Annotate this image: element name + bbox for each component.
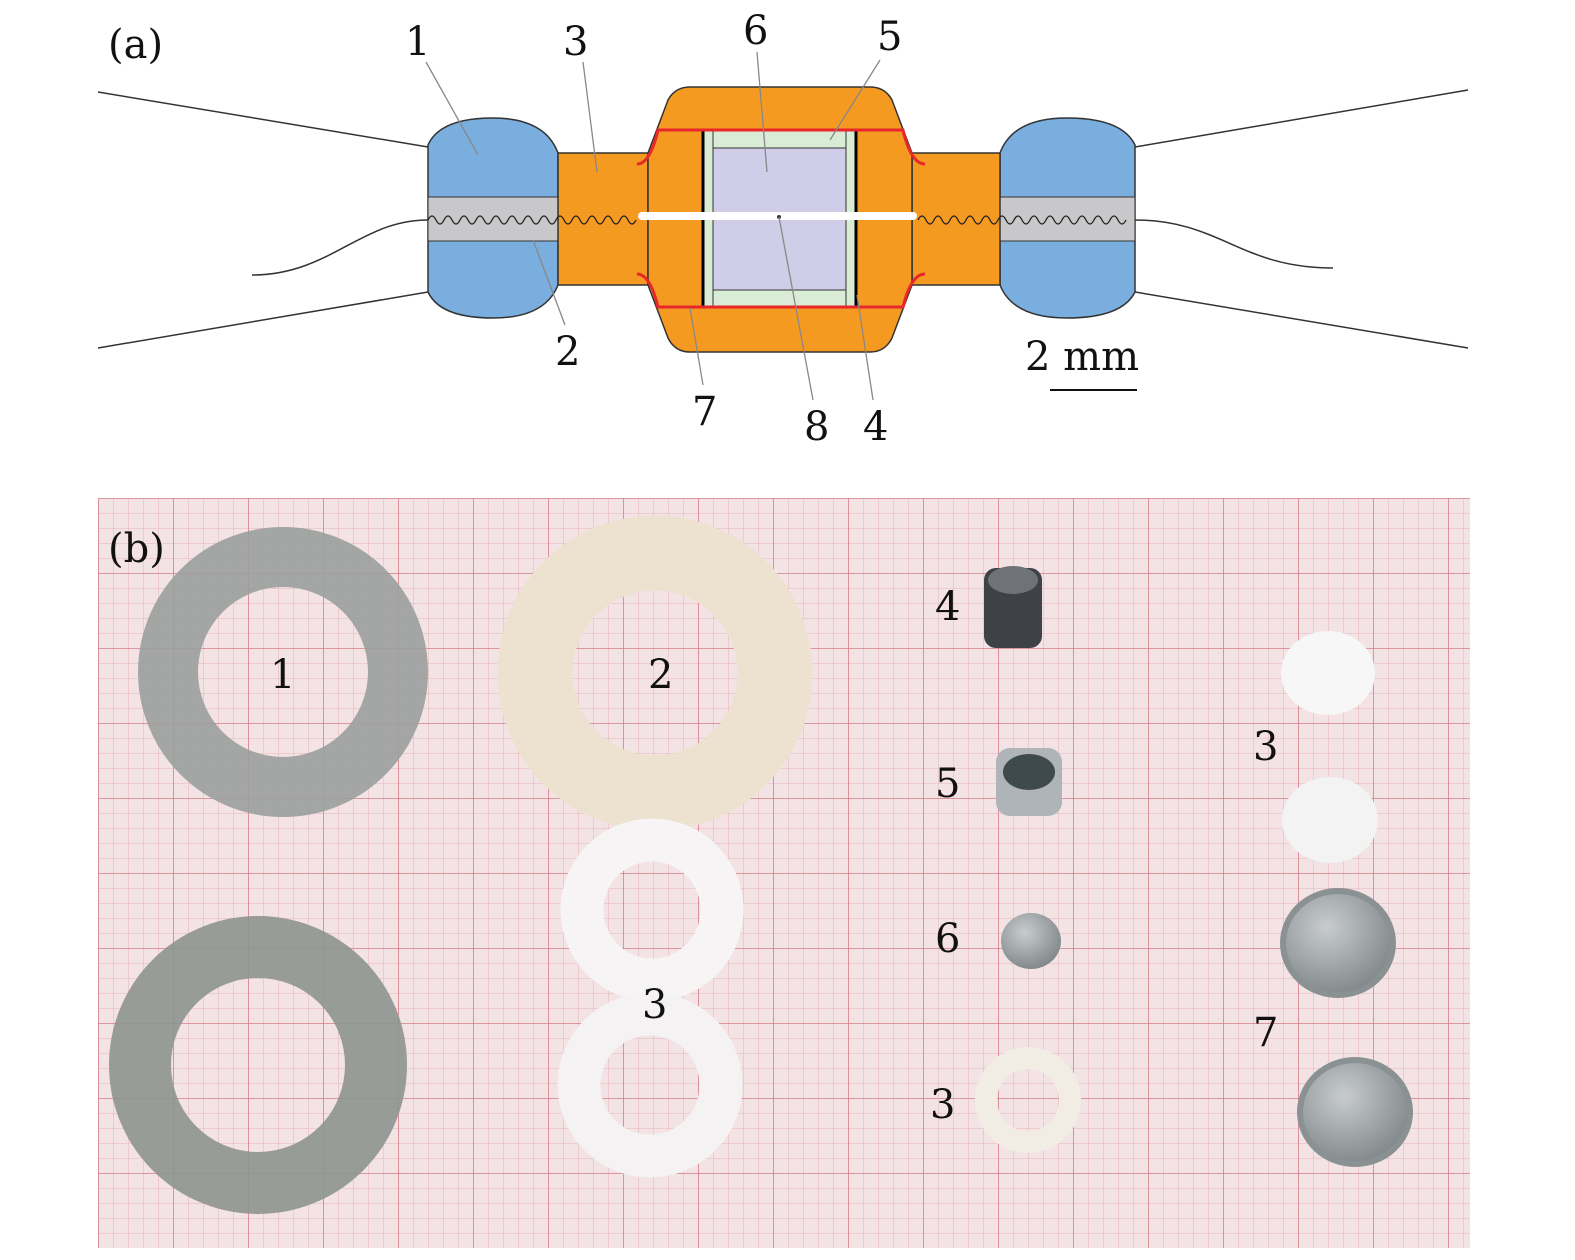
lead-wires bbox=[97, 89, 1469, 349]
cap-7a bbox=[1280, 888, 1396, 998]
right-coil bbox=[917, 215, 1127, 225]
panel-b-photo: (b) 1 2 4 3 5 6 3 7 3 bbox=[98, 498, 1470, 1248]
cap-7b bbox=[1297, 1057, 1413, 1167]
part-label-2: 2 bbox=[648, 652, 673, 698]
part-label-1: 1 bbox=[270, 652, 295, 698]
callout-5: 5 bbox=[877, 14, 902, 60]
callout-8: 8 bbox=[804, 404, 829, 450]
part-label-3-caps: 3 bbox=[1253, 724, 1278, 770]
part-6-disc bbox=[1001, 913, 1061, 969]
ring-1-bottom bbox=[109, 916, 407, 1214]
ring-3b bbox=[557, 992, 743, 1178]
ring-2 bbox=[497, 515, 813, 831]
part-label-7: 7 bbox=[1253, 1010, 1278, 1056]
part-label-4: 4 bbox=[935, 584, 960, 630]
panel-a-label: (a) bbox=[108, 22, 163, 68]
part-label-3-rings: 3 bbox=[642, 982, 667, 1028]
left-neck bbox=[557, 152, 649, 286]
part-label-6: 6 bbox=[935, 916, 960, 962]
part-3-small-ring bbox=[975, 1047, 1081, 1153]
panel-a-diagram: (a) 1 3 6 5 2 7 8 4 2 mm bbox=[97, 8, 1469, 450]
callout-2: 2 bbox=[555, 329, 580, 375]
part-label-5: 5 bbox=[935, 761, 960, 807]
cap-3a bbox=[1281, 631, 1375, 715]
cap-3b bbox=[1282, 777, 1378, 863]
right-neck bbox=[911, 152, 1001, 286]
scale-bar-label: 2 mm bbox=[1025, 334, 1139, 380]
seal-lines bbox=[636, 128, 926, 309]
callout-7: 7 bbox=[692, 389, 717, 435]
ring-3a bbox=[560, 818, 744, 1002]
ring-1-top bbox=[138, 527, 428, 817]
left-coil bbox=[427, 215, 637, 225]
callout-4: 4 bbox=[863, 404, 888, 450]
callout-1: 1 bbox=[405, 19, 430, 65]
callout-6: 6 bbox=[743, 8, 768, 54]
panel-b-label: (b) bbox=[108, 526, 165, 572]
callout-leaders bbox=[425, 51, 881, 401]
part-label-3-small: 3 bbox=[930, 1082, 955, 1128]
callout-3: 3 bbox=[563, 19, 588, 65]
